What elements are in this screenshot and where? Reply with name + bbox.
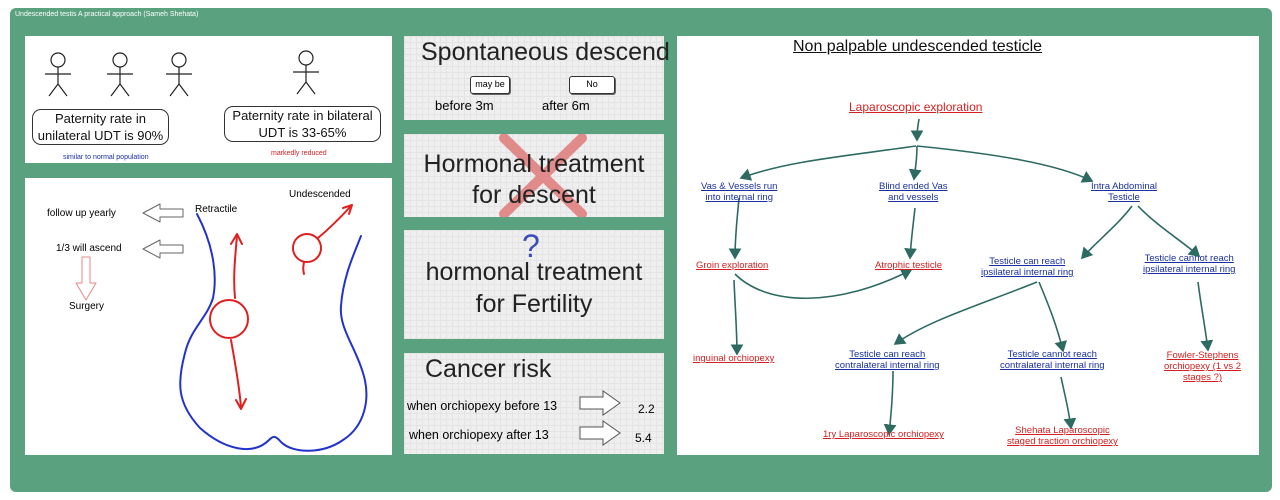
cannot-ipsi-line1: Testicle cannot reach — [1144, 253, 1234, 264]
undescended-label: Undescended — [289, 189, 351, 200]
cross-icon — [499, 134, 587, 217]
ascend-arrow-icon — [142, 239, 184, 259]
cancer-panel[interactable]: Cancer risk when orchiopexy before 13 wh… — [404, 353, 664, 454]
bilateral-note: markedly reduced — [271, 150, 327, 157]
board-title: Undescended testis A practical approach … — [15, 11, 199, 18]
before-3m: before 3m — [435, 98, 494, 113]
node-groin-exploration: Groin exploration — [696, 260, 769, 271]
bilateral-line2: UDT is 33-65% — [258, 125, 347, 140]
scrotum-outline — [179, 213, 368, 452]
cannot-contra-line2: contralateral internal ring — [1000, 360, 1105, 371]
stick-figure-icon — [293, 50, 319, 95]
reach-ipsi-line2: ipsilateral internal ring — [981, 267, 1074, 278]
shehata-line1: Shehata Laparoscopic — [1015, 425, 1110, 436]
shehata-line2: staged traction orchiopexy — [1007, 436, 1118, 447]
sketch-panel[interactable]: Retractile Undescended follow up yearly … — [25, 178, 392, 455]
unilateral-line2: unilateral UDT is 90% — [37, 128, 164, 143]
fowler-line2: orchiopexy (1 vs 2 — [1164, 361, 1242, 372]
cancer-after-label: when orchiopexy after 13 — [409, 428, 549, 442]
fowler-line1: Fowler-Stephens — [1166, 350, 1239, 361]
cancer-before-value: 2.2 — [638, 402, 655, 416]
vas-line1: Vas & Vessels run — [701, 181, 778, 192]
vas-line2: into internal ring — [705, 192, 773, 203]
hormonal-fertility-panel[interactable]: ? hormonal treatment for Fertility — [404, 228, 664, 339]
intra-line2: Testicle — [1108, 192, 1140, 203]
stick-figure-icon — [107, 52, 133, 97]
flowchart-panel[interactable]: Non palpable undescended testicle Laparo… — [677, 36, 1259, 455]
reach-contra-line1: Testicle can reach — [849, 349, 926, 360]
node-fowler-stephens: Fowler-Stephens orchiopexy (1 vs 2 stage… — [1164, 350, 1241, 383]
unilateral-bubble: Paternity rate in unilateral UDT is 90% — [32, 109, 169, 145]
cannot-contra-line1: Testicle cannot reach — [1007, 349, 1097, 360]
node-blind-ended: Blind ended Vas and vessels — [879, 181, 948, 203]
stick-figure-icon — [45, 52, 71, 97]
retractile-testicle — [209, 299, 249, 339]
scrotum-sketch — [75, 203, 368, 452]
node-atrophic: Atrophic testicle — [875, 260, 943, 271]
node-vas-vessels: Vas & Vessels run into internal ring — [701, 181, 777, 203]
question-mark: ? — [522, 228, 540, 264]
blind-line1: Blind ended Vas — [879, 181, 948, 192]
unilateral-note: similar to normal population — [63, 154, 149, 161]
cannot-ipsi-line2: ipsilateral internal ring — [1143, 264, 1236, 275]
spontaneous-panel[interactable]: Spontaneous descend may be No before 3m … — [404, 36, 670, 120]
no-callout: No — [569, 76, 615, 94]
reach-ipsi-line1: Testicle can reach — [989, 256, 1066, 267]
node-reach-contra: Testicle can reach contralateral interna… — [835, 349, 940, 371]
after-arrow-icon — [579, 420, 621, 446]
bilateral-line1: Paternity rate in bilateral — [232, 108, 373, 123]
retractile-arrow-down — [230, 339, 242, 408]
paternity-panel[interactable]: Paternity rate in unilateral UDT is 90% … — [25, 36, 392, 163]
bilateral-bubble: Paternity rate in bilateral UDT is 33-65… — [224, 106, 381, 142]
blind-line2: and vessels — [888, 192, 939, 203]
ascend-label: 1/3 will ascend — [56, 243, 122, 254]
node-cannot-contra: Testicle cannot reach contralateral inte… — [1000, 349, 1105, 371]
node-shehata: Shehata Laparoscopic staged traction orc… — [1007, 425, 1118, 447]
hormonal-descent-panel[interactable]: Hormonal treatment for descent — [404, 134, 664, 217]
cancer-before-label: when orchiopexy before 13 — [407, 399, 558, 413]
node-lap-exploration: Laparoscopic exploration — [849, 100, 983, 114]
no-text: No — [586, 79, 598, 89]
follow-up-label: follow up yearly — [47, 208, 116, 219]
undescended-arrow-down — [302, 261, 305, 275]
may-be-text: may be — [475, 79, 505, 89]
hormonal-fertility-line1: hormonal treatment — [425, 258, 643, 286]
hormonal-descent-line1: Hormonal treatment — [423, 150, 645, 178]
flowchart-connectors — [728, 118, 1214, 436]
stick-figures — [45, 50, 319, 97]
cancer-arrows — [579, 390, 621, 446]
node-inguinal-orchiopexy: inguinal orchiopexy — [693, 353, 775, 364]
fowler-line3: stages ?) — [1183, 372, 1223, 383]
intra-line1: Intra Abdominal — [1091, 181, 1158, 192]
follow-up-arrow-icon — [142, 203, 184, 223]
cancer-after-value: 5.4 — [635, 431, 652, 445]
before-arrow-icon — [579, 390, 621, 416]
node-reach-ipsi: Testicle can reach ipsilateral internal … — [981, 256, 1073, 278]
unilateral-line1: Paternity rate in — [54, 111, 147, 126]
hormonal-descent-line2: for descent — [472, 181, 596, 209]
surgery-label: Surgery — [69, 301, 105, 312]
undescended-arrow-up — [317, 205, 352, 239]
node-intra-abdominal: Intra Abdominal Testicle — [1091, 181, 1157, 203]
flowchart-title: Non palpable undescended testicle — [793, 38, 1043, 55]
reach-contra-line2: contralateral internal ring — [835, 360, 940, 371]
stick-figure-icon — [166, 52, 192, 97]
retractile-arrow-up — [233, 235, 238, 299]
after-6m: after 6m — [542, 98, 590, 113]
board: Undescended testis A practical approach … — [10, 8, 1272, 492]
node-primary-lap-orchiopexy: 1ry Laparoscopic orchiopexy — [823, 429, 944, 440]
hormonal-fertility-line2: for Fertility — [475, 290, 593, 318]
surgery-arrow-icon — [75, 256, 97, 301]
cancer-title: Cancer risk — [425, 355, 552, 383]
spontaneous-title: Spontaneous descend — [421, 38, 670, 66]
may-be-callout: may be — [470, 76, 510, 94]
node-cannot-ipsi: Testicle cannot reach ipsilateral intern… — [1143, 253, 1235, 275]
undescended-testicle — [292, 233, 322, 263]
retractile-label: Retractile — [195, 204, 238, 215]
